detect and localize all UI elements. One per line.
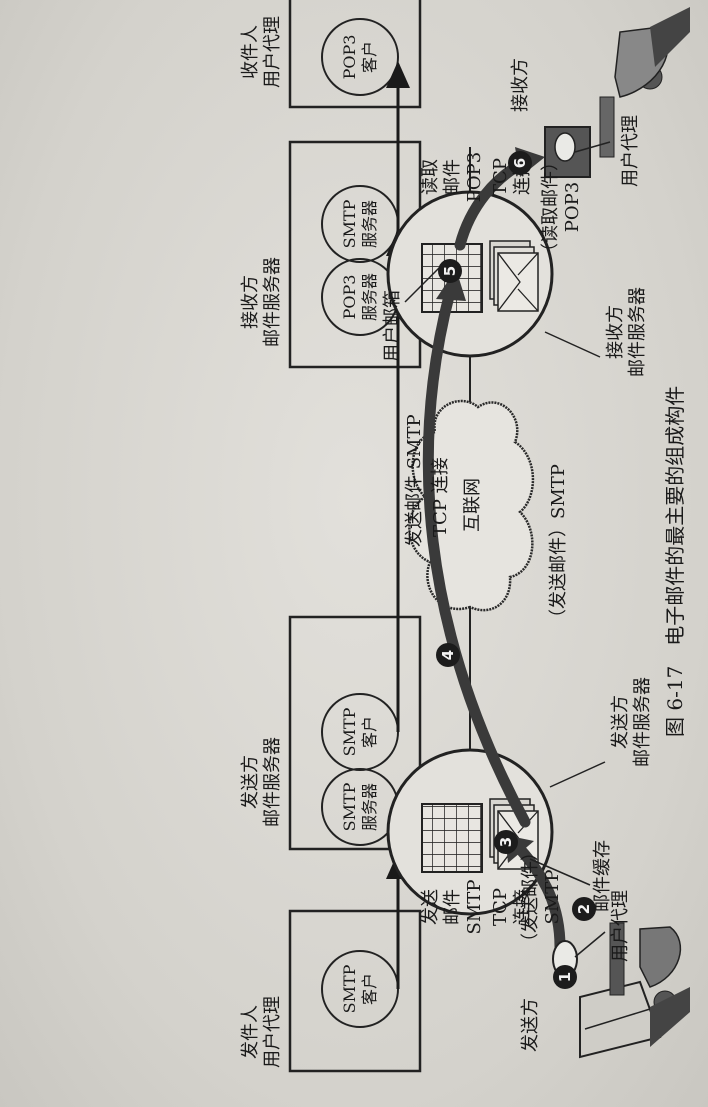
user-mailbox-label: 用户邮箱 [382,290,403,362]
sender-server-title: 发送方 邮件服务器 [240,737,283,827]
sender-server-box [288,615,422,851]
receiver-ua-box [288,0,422,109]
sender-ua-title: 发件人 用户代理 [240,996,283,1068]
receiver-ua-title: 收件人 用户代理 [240,16,283,88]
receiver-server-title: 接收方 邮件服务器 [240,257,283,347]
step-badge-2: 2 [572,897,596,921]
sender-mailbox-grid [421,803,483,873]
send-mail-smtp-label: 发送 邮件 SMTP [420,879,485,935]
read-mail-pop3-label: 读取 邮件 POP3 [420,151,485,203]
internet-label: 互联网 [462,478,483,532]
smtp-client-label-1: SMTP 客户 [340,964,379,1014]
sender-label: 发送方 [520,998,541,1052]
step-badge-4: 4 [436,643,460,667]
step-badge-5: 5 [438,259,462,283]
pointer-mail-cache [529,858,591,886]
pointer-sender-server [549,761,606,788]
receiver-label: 接收方 [510,58,531,112]
pop3-client-circle [321,18,399,96]
pointer-receiver-server [544,331,601,358]
pointer-user-agent-1 [574,931,606,958]
flow-arrow-3-to-5 [422,286,531,828]
sender-ua-box [288,909,422,1073]
figure-caption: 图 6-17 电子邮件的最主要的组成构件 [663,385,687,737]
step4-smtp-label: （发送邮件）SMTP [548,464,569,627]
receiver-envelopes [489,240,539,312]
step-badge-3: 3 [494,830,518,854]
pointer-user-agent-2 [574,141,611,153]
sender-server-label: 发送方 邮件服务器 [610,677,653,767]
pop3-server-label: POP3 服务器 [340,273,379,322]
step2-smtp-label: （发送邮件） SMTP [520,843,563,951]
receiver-person-illustration [544,7,690,178]
flow-arrow-1-to-3 [514,843,566,953]
tcp-connection-long-label: TCP 连接 [430,457,451,537]
step-badge-1: 1 [553,965,577,989]
user-agent-label-2: 用户代理 [620,115,641,187]
smtp-client-label-2: SMTP 客户 [340,707,379,757]
send-mail-smtp-long-label: 发送邮件 SMTP [404,414,425,547]
pointer-mailbox [404,266,441,303]
smtp-server-label-1: SMTP 服务器 [340,782,379,832]
sender-person-illustration [552,922,690,1059]
receiver-server-label: 接收方 邮件服务器 [605,287,648,377]
step6-pop3-label: （读取邮件） POP3 [540,153,583,261]
smtp-server-label-2: SMTP 服务器 [340,199,379,249]
mail-cache-label: 邮件缓存 [592,840,613,912]
step-badge-6: 6 [508,151,532,175]
pop3-client-label: POP3 客户 [340,34,379,80]
